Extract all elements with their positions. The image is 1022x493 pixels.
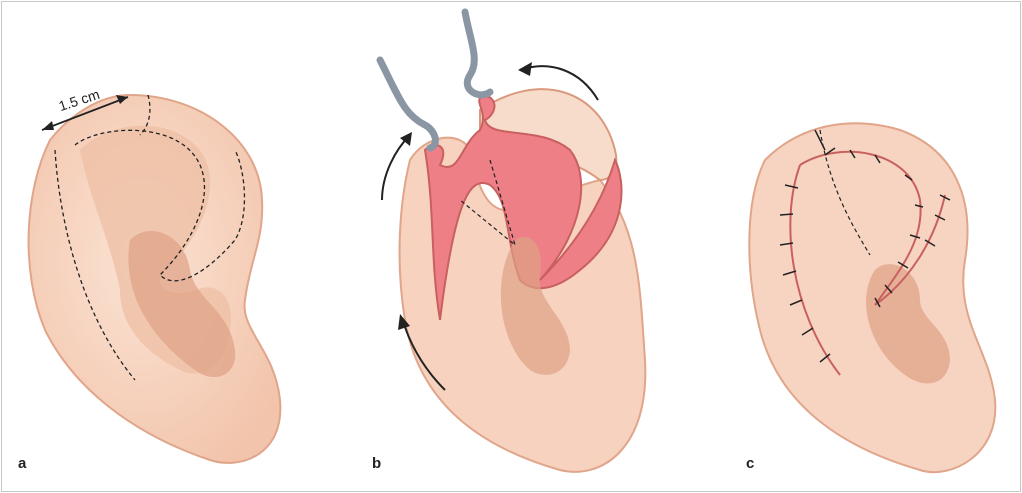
hook-right	[461, 8, 494, 99]
ear-illustration-a	[27, 93, 282, 464]
panel-a: 1.5 cm a	[0, 0, 340, 491]
ear-illustration-c	[748, 122, 997, 474]
panel-label-c: c	[746, 455, 755, 472]
suture-line-helix	[799, 150, 922, 306]
panel-label-a: a	[18, 455, 27, 472]
ear-illustration-b	[376, 8, 647, 473]
measurement-arrow	[41, 96, 129, 131]
panel-b: b	[340, 0, 680, 491]
panel-label-b: b	[372, 455, 382, 472]
panel-c: c	[680, 0, 1020, 491]
sutures	[779, 129, 951, 363]
hook-left	[376, 56, 439, 152]
